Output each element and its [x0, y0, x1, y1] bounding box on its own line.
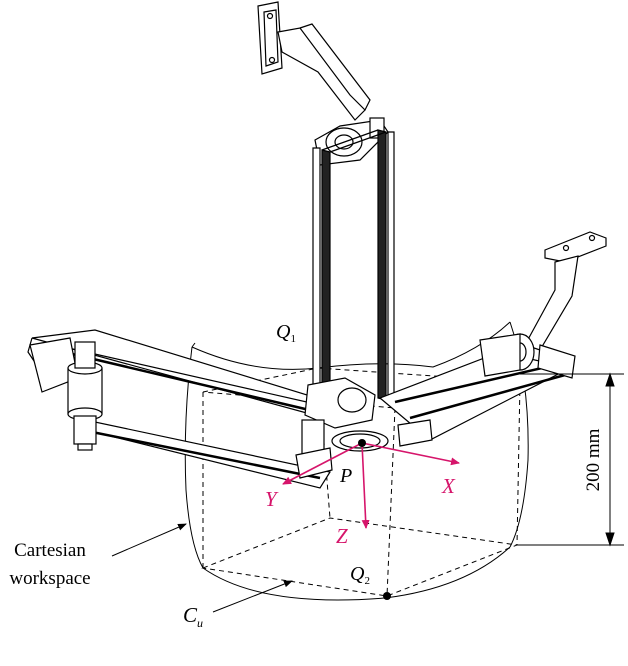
label-q2: Q2 — [350, 563, 370, 587]
point-q2-dot — [383, 592, 391, 600]
dimension-200mm — [517, 372, 624, 547]
cu-leader-arrow — [212, 580, 293, 613]
coordinate-frame — [282, 442, 460, 529]
robot-mechanism — [27, 1, 607, 489]
workspace-leader-arrow — [111, 523, 187, 557]
top-mount-bracket — [257, 1, 371, 121]
label-workspace-line1: Cartesian — [14, 540, 86, 561]
y-axis-arrow — [282, 442, 363, 485]
label-p: P — [339, 465, 352, 487]
left-linear-axis — [27, 329, 331, 489]
right-mount-bracket — [524, 231, 607, 351]
label-x: X — [441, 474, 456, 498]
label-y: Y — [265, 487, 279, 511]
label-workspace-line2: workspace — [9, 568, 90, 589]
label-cu: Cu — [183, 603, 203, 630]
x-axis-arrow — [361, 442, 460, 466]
point-p-dot — [358, 439, 366, 447]
label-z: Z — [336, 524, 348, 548]
vertical-belt-drive — [312, 129, 395, 401]
z-axis-arrow — [361, 442, 370, 529]
label-q1: Q1 — [276, 321, 296, 345]
label-dimension: 200 mm — [583, 428, 604, 491]
